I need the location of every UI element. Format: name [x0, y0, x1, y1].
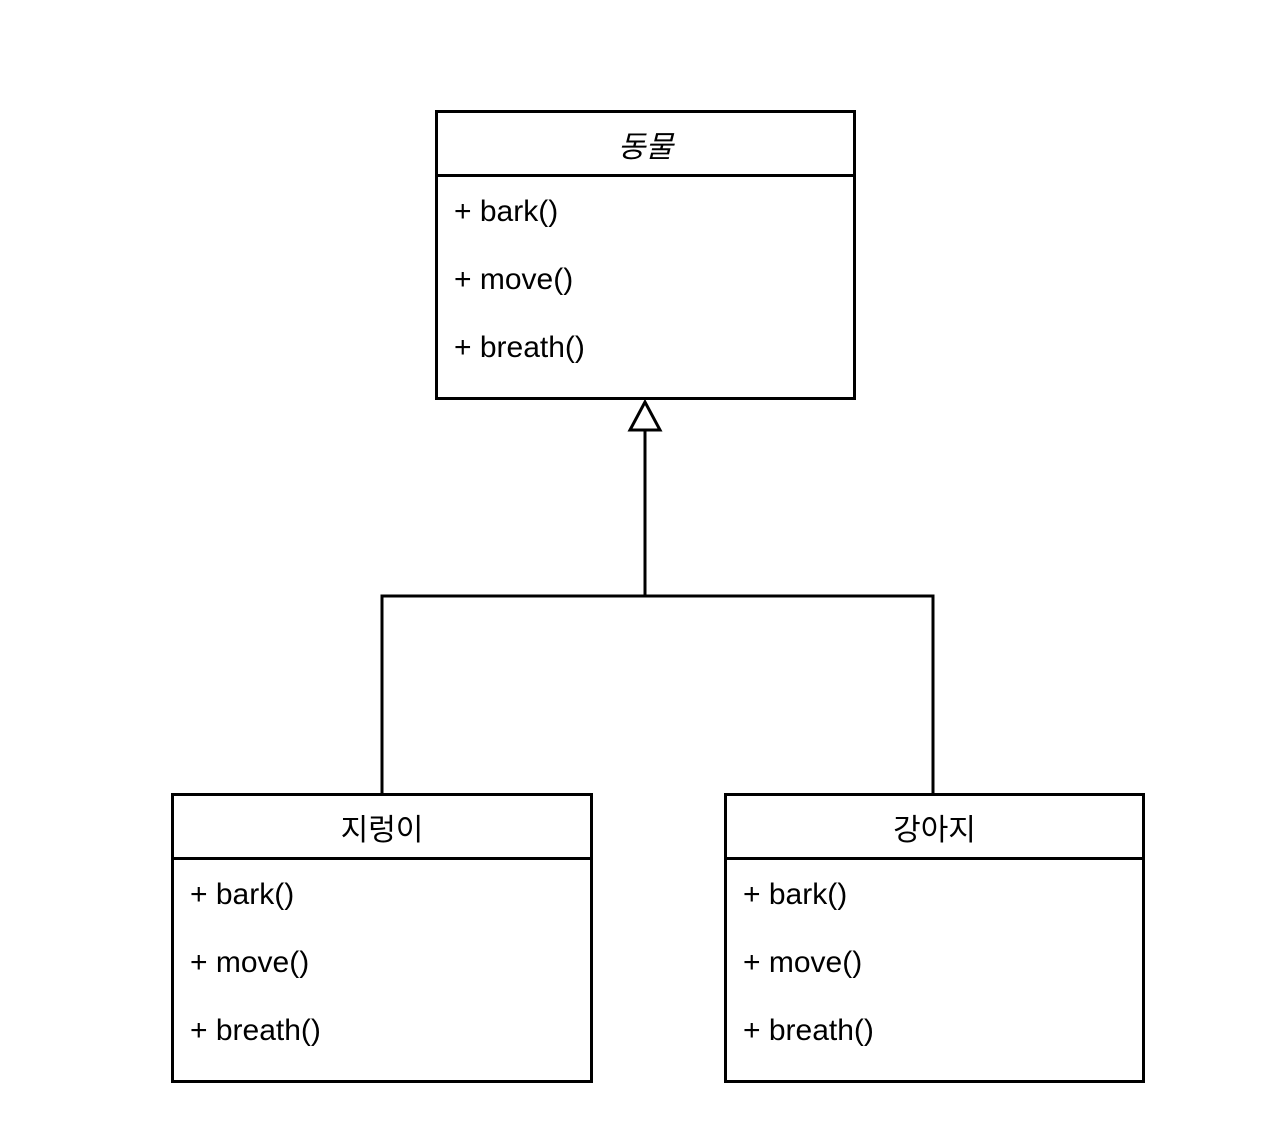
method-item: + breath() [454, 331, 585, 364]
generalization-arrowhead-icon [627, 398, 663, 432]
method-item: + bark() [454, 195, 559, 228]
method-item: + move() [743, 946, 863, 979]
method-item: + bark() [743, 878, 848, 911]
method-item: + move() [190, 946, 310, 979]
class-box-puppy: 강아지 + bark() + move() + breath() [724, 793, 1145, 1083]
class-title: 지렁이 [174, 796, 590, 860]
methods-compartment: + bark() + move() + breath() [174, 860, 590, 1065]
method-item: + breath() [743, 1014, 874, 1047]
methods-compartment: + bark() + move() + breath() [727, 860, 1142, 1065]
class-box-animal: 동물 + bark() + move() + breath() [435, 110, 856, 400]
method-item: + bark() [190, 878, 295, 911]
methods-compartment: + bark() + move() + breath() [438, 177, 853, 382]
class-title: 동물 [438, 113, 853, 177]
branch-lines [380, 594, 935, 793]
method-item: + move() [454, 263, 574, 296]
method-item: + breath() [190, 1014, 321, 1047]
class-box-earthworm: 지렁이 + bark() + move() + breath() [171, 793, 593, 1083]
class-title: 강아지 [727, 796, 1142, 860]
